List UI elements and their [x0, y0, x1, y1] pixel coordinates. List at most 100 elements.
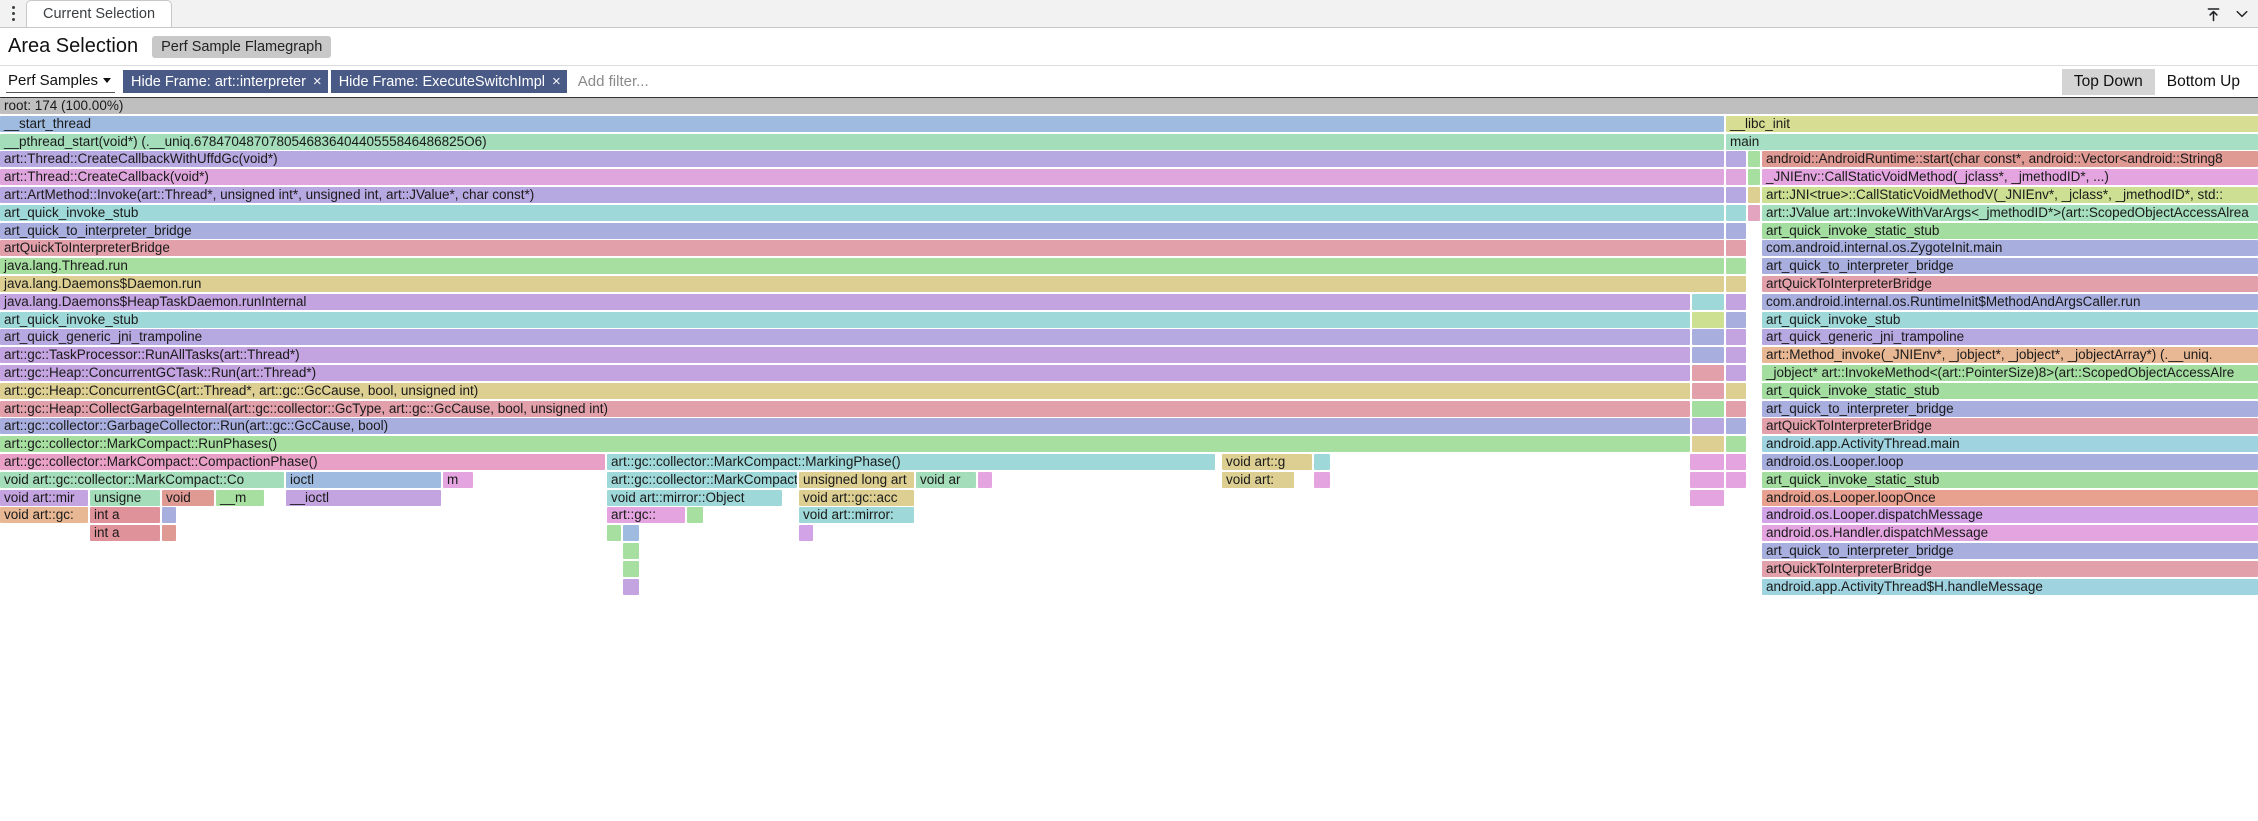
- flamegraph-frame[interactable]: void art::gc:: [0, 507, 88, 524]
- flamegraph-frame[interactable]: [1690, 454, 1724, 470]
- flamegraph-frame[interactable]: [1726, 436, 1746, 453]
- flamegraph-frame[interactable]: android.app.ActivityThread$H.handleMessa…: [1762, 578, 2258, 595]
- flamegraph-frame[interactable]: [1726, 187, 1746, 203]
- flamegraph-frame[interactable]: art_quick_invoke_static_stub: [1762, 222, 2258, 239]
- flamegraph-frame[interactable]: [1726, 276, 1746, 292]
- flamegraph-frame[interactable]: void ar: [916, 471, 976, 488]
- flamegraph-frame[interactable]: android.os.Looper.dispatchMessage: [1762, 507, 2258, 524]
- flamegraph-frame[interactable]: void art::gc::collector::MarkCompact::Co: [0, 471, 284, 488]
- flamegraph-frame[interactable]: [687, 507, 703, 524]
- flamegraph-frame[interactable]: art::Thread::CreateCallback(void*): [0, 169, 1724, 186]
- flamegraph-frame[interactable]: unsigned long art: [799, 471, 914, 488]
- flamegraph-frame[interactable]: m: [443, 471, 473, 488]
- flamegraph-frame[interactable]: [1748, 151, 1760, 168]
- flamegraph-frame[interactable]: [1748, 204, 1760, 221]
- flamegraph-frame[interactable]: [1748, 187, 1760, 203]
- flamegraph-frame[interactable]: java.lang.Daemons$Daemon.run: [0, 276, 1724, 292]
- flamegraph-frame[interactable]: art_quick_to_interpreter_bridge: [1762, 543, 2258, 559]
- flamegraph-frame[interactable]: [1690, 471, 1724, 488]
- flamegraph-frame[interactable]: [162, 525, 176, 542]
- flamegraph-frame[interactable]: com.android.internal.os.ZygoteInit.main: [1762, 240, 2258, 257]
- flamegraph-frame[interactable]: art::Thread::CreateCallbackWithUffdGc(vo…: [0, 151, 1724, 168]
- flamegraph-frame[interactable]: [1726, 222, 1746, 239]
- flamegraph-frame[interactable]: [1726, 240, 1746, 257]
- perf-samples-select[interactable]: Perf Samples: [6, 70, 116, 93]
- flamegraph-frame[interactable]: art_quick_to_interpreter_bridge: [0, 222, 1724, 239]
- flamegraph-frame[interactable]: art_quick_invoke_stub: [0, 311, 1690, 328]
- flamegraph-frame[interactable]: void art::mirror:: [799, 507, 914, 524]
- flamegraph-frame[interactable]: com.android.internal.os.RuntimeInit$Meth…: [1762, 293, 2258, 310]
- flamegraph-frame[interactable]: art_quick_invoke_stub: [1762, 311, 2258, 328]
- flamegraph-frame[interactable]: art_quick_generic_jni_trampoline: [1762, 329, 2258, 346]
- flamegraph-frame[interactable]: [1314, 471, 1330, 488]
- flamegraph-frame[interactable]: [1692, 347, 1724, 364]
- flamegraph-frame[interactable]: art::gc::collector::MarkCompact::RunPhas…: [0, 436, 1690, 453]
- flamegraph-frame[interactable]: artQuickToInterpreterBridge: [1762, 276, 2258, 292]
- close-icon[interactable]: ×: [551, 73, 561, 90]
- flamegraph-frame[interactable]: __libc_init: [1726, 115, 2258, 132]
- flamegraph-frame[interactable]: [623, 560, 639, 577]
- tab-current-selection[interactable]: Current Selection: [26, 0, 173, 27]
- flamegraph-frame[interactable]: art::gc::TaskProcessor::RunAllTasks(art:…: [0, 347, 1690, 364]
- flamegraph-frame[interactable]: [1692, 329, 1724, 346]
- flamegraph-frame[interactable]: art::gc::Heap::CollectGarbageInternal(ar…: [0, 400, 1690, 417]
- flamegraph-frame[interactable]: art::gc::collector::MarkCompact::Compact…: [0, 454, 605, 470]
- filter-chip[interactable]: Hide Frame: ExecuteSwitchImpl×: [330, 70, 567, 93]
- flamegraph-frame[interactable]: art::gc::Heap::ConcurrentGCTask::Run(art…: [0, 365, 1690, 381]
- flamegraph-frame[interactable]: int a: [90, 507, 160, 524]
- mode-button-top-down[interactable]: Top Down: [2061, 68, 2155, 95]
- flamegraph-frame[interactable]: android.os.Handler.dispatchMessage: [1762, 525, 2258, 542]
- flamegraph-frame[interactable]: [1692, 436, 1724, 453]
- flamegraph-frame[interactable]: art::Method_invoke(_JNIEnv*, _jobject*, …: [1762, 347, 2258, 364]
- flamegraph-frame[interactable]: [1726, 151, 1746, 168]
- flamegraph-frame[interactable]: [1726, 293, 1746, 310]
- flamegraph-frame[interactable]: void art::mir: [0, 489, 88, 506]
- flamegraph-frame[interactable]: art::gc::collector::GarbageCollector::Ru…: [0, 418, 1690, 435]
- flamegraph-frame[interactable]: android.os.Looper.loop: [1762, 454, 2258, 470]
- flamegraph-frame[interactable]: artQuickToInterpreterBridge: [1762, 560, 2258, 577]
- flamegraph-frame[interactable]: void art::mirror::Object: [607, 489, 782, 506]
- flamegraph-frame[interactable]: android.app.ActivityThread.main: [1762, 436, 2258, 453]
- flamegraph-frame[interactable]: [1748, 169, 1760, 186]
- flamegraph-frame[interactable]: art::JValue art::InvokeWithVarArgs<_jmet…: [1762, 204, 2258, 221]
- flamegraph-canvas[interactable]: root: 174 (100.00%)__start_thread__libc_…: [0, 98, 2258, 798]
- filter-chip[interactable]: Hide Frame: art::interpreter×: [123, 70, 328, 93]
- flamegraph-frame[interactable]: android::AndroidRuntime::start(char cons…: [1762, 151, 2258, 168]
- flamegraph-frame[interactable]: art_quick_invoke_static_stub: [1762, 471, 2258, 488]
- flamegraph-root-frame[interactable]: root: 174 (100.00%): [0, 98, 2258, 114]
- flamegraph-frame[interactable]: __ioctl: [286, 489, 441, 506]
- flamegraph-frame[interactable]: [1726, 471, 1746, 488]
- flamegraph-frame[interactable]: int a: [90, 525, 160, 542]
- flamegraph-frame[interactable]: [1726, 347, 1746, 364]
- flamegraph-frame[interactable]: [1692, 311, 1724, 328]
- flamegraph-frame[interactable]: art_quick_to_interpreter_bridge: [1762, 400, 2258, 417]
- flamegraph-frame[interactable]: __start_thread: [0, 115, 1724, 132]
- flamegraph-frame[interactable]: [623, 525, 639, 542]
- flamegraph-frame[interactable]: unsigne: [90, 489, 160, 506]
- flamegraph-frame[interactable]: [1726, 329, 1746, 346]
- flamegraph-frame[interactable]: [1726, 382, 1746, 399]
- flamegraph-frame[interactable]: [623, 543, 639, 559]
- flamegraph-frame[interactable]: art::gc::: [607, 507, 685, 524]
- flamegraph-frame[interactable]: art_quick_generic_jni_trampoline: [0, 329, 1690, 346]
- flamegraph-frame[interactable]: [799, 525, 813, 542]
- flamegraph-frame[interactable]: __m: [216, 489, 264, 506]
- close-icon[interactable]: ×: [312, 73, 322, 90]
- flamegraph-frame[interactable]: [1726, 454, 1746, 470]
- flamegraph-frame[interactable]: [1314, 454, 1330, 470]
- flamegraph-frame[interactable]: void art:: [1222, 471, 1294, 488]
- flamegraph-frame[interactable]: void art::g: [1222, 454, 1312, 470]
- flamegraph-frame[interactable]: void: [162, 489, 214, 506]
- flamegraph-frame[interactable]: artQuickToInterpreterBridge: [1762, 418, 2258, 435]
- flamegraph-frame[interactable]: art_quick_invoke_stub: [0, 204, 1724, 221]
- flamegraph-frame[interactable]: [1692, 382, 1724, 399]
- flamegraph-frame[interactable]: [1726, 258, 1746, 275]
- flamegraph-frame[interactable]: art::JNI<true>::CallStaticVoidMethodV(_J…: [1762, 187, 2258, 203]
- flamegraph-frame[interactable]: [623, 578, 639, 595]
- flamegraph-frame[interactable]: [1726, 169, 1746, 186]
- flamegraph-frame[interactable]: art::gc::collector::MarkCompact::Mar: [607, 471, 797, 488]
- flamegraph-frame[interactable]: android.os.Looper.loopOnce: [1762, 489, 2258, 506]
- flamegraph-frame[interactable]: ioctl: [286, 471, 441, 488]
- flamegraph-frame[interactable]: [1726, 418, 1746, 435]
- flamegraph-frame[interactable]: art::ArtMethod::Invoke(art::Thread*, uns…: [0, 187, 1724, 203]
